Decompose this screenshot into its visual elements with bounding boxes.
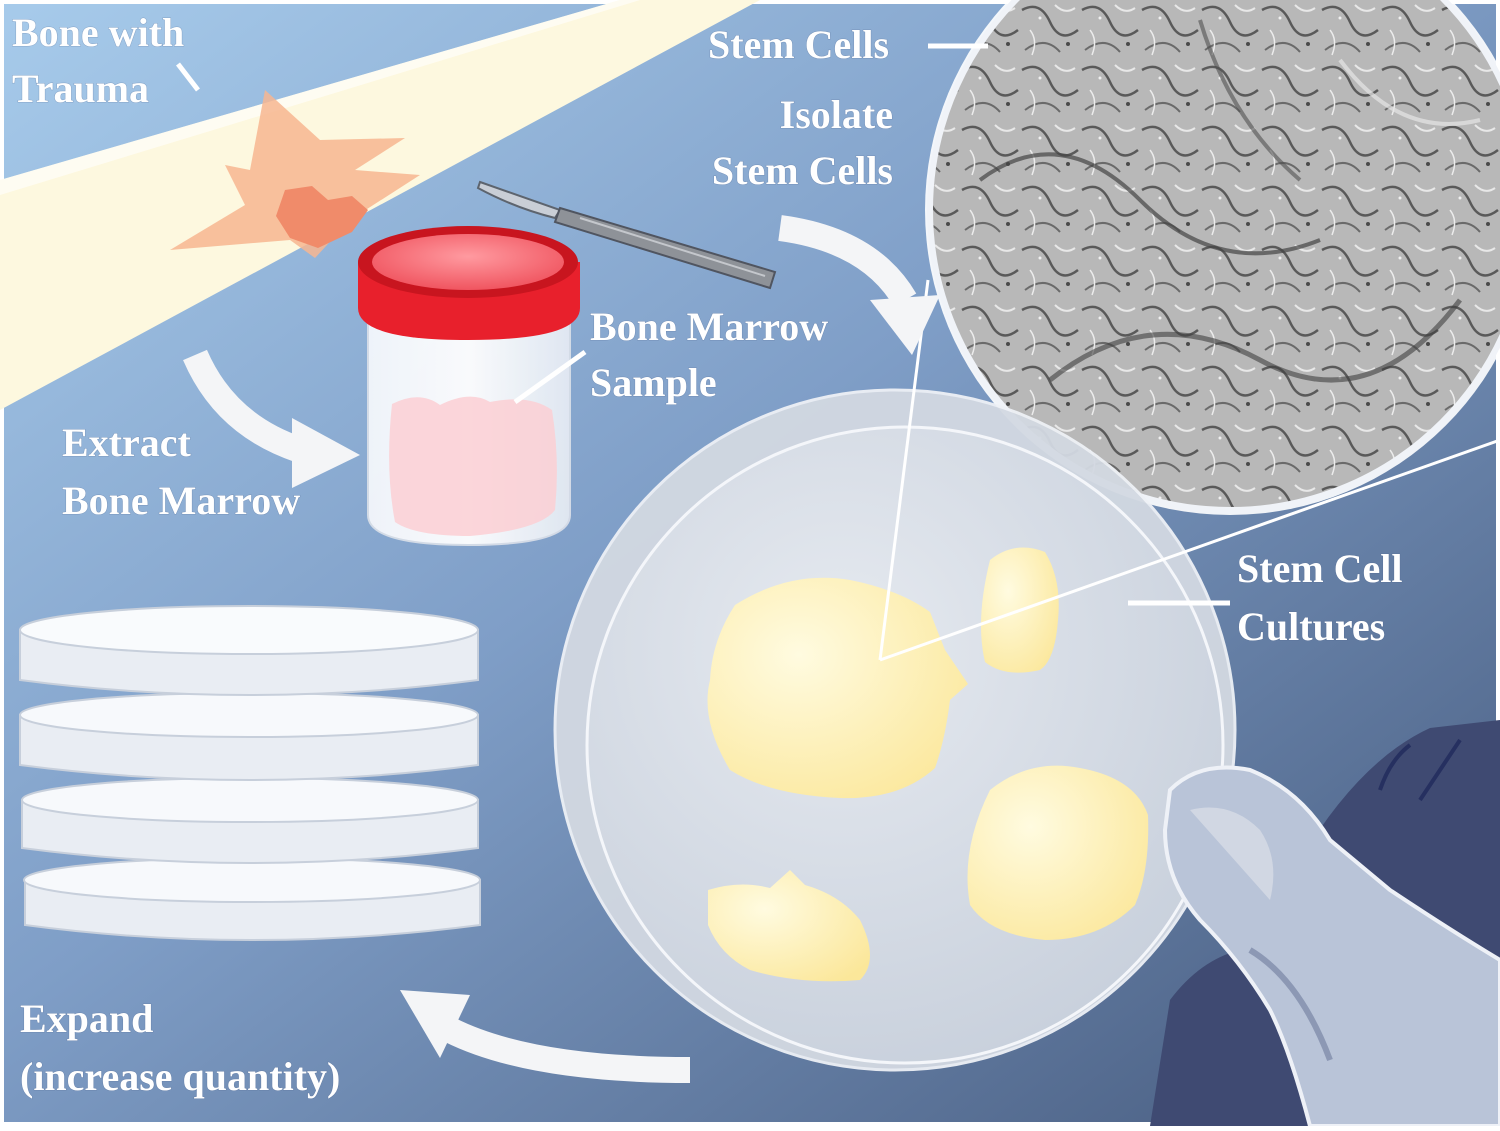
petri-dish-stack — [19, 605, 481, 941]
label-bone-with-trauma-line1: Bone with — [12, 10, 184, 55]
label-extract-line1: Extract — [62, 420, 192, 465]
label-expand-line2: (increase quantity) — [20, 1054, 340, 1099]
trauma-burst — [170, 90, 420, 258]
label-expand-line1: Expand — [20, 996, 153, 1041]
label-bone-marrow-sample-line1: Bone Marrow — [590, 304, 828, 349]
stacked-dish-1 — [19, 605, 479, 696]
label-stem-cells: Stem Cells — [708, 22, 889, 67]
bone-shaft — [0, 0, 760, 410]
trauma-wound — [276, 186, 368, 248]
specimen-jar-icon — [358, 226, 580, 547]
marrow-sample — [389, 396, 557, 536]
stacked-dish-4 — [23, 857, 481, 941]
label-isolate-line1: Isolate — [780, 92, 893, 137]
stacked-dish-3 — [21, 777, 479, 864]
culture-colony-1 — [707, 577, 968, 799]
microscope-view — [925, 0, 1500, 515]
label-pointers — [176, 43, 1230, 606]
label-isolate-line2: Stem Cells — [712, 148, 893, 193]
bone-illustration — [0, 0, 760, 410]
arrow-isolate — [778, 215, 940, 355]
stacked-dish-2 — [19, 692, 479, 781]
culture-colony-3 — [967, 765, 1149, 940]
culture-colony-4 — [708, 870, 870, 982]
label-stem-cell-cultures-line2: Cultures — [1237, 604, 1385, 649]
zoom-connector — [878, 279, 1500, 662]
label-bone-with-trauma-line2: Trauma — [12, 66, 149, 111]
scalpel-icon — [476, 180, 777, 290]
arrow-expand — [400, 990, 691, 1083]
label-bone-marrow-sample-line2: Sample — [590, 360, 717, 405]
label-stem-cell-cultures-line1: Stem Cell — [1237, 546, 1403, 591]
gloved-hand-illustration — [1150, 720, 1500, 1128]
label-extract-line2: Bone Marrow — [62, 478, 300, 523]
arrow-extract — [183, 349, 360, 488]
culture-petri-dish — [553, 388, 1237, 1072]
